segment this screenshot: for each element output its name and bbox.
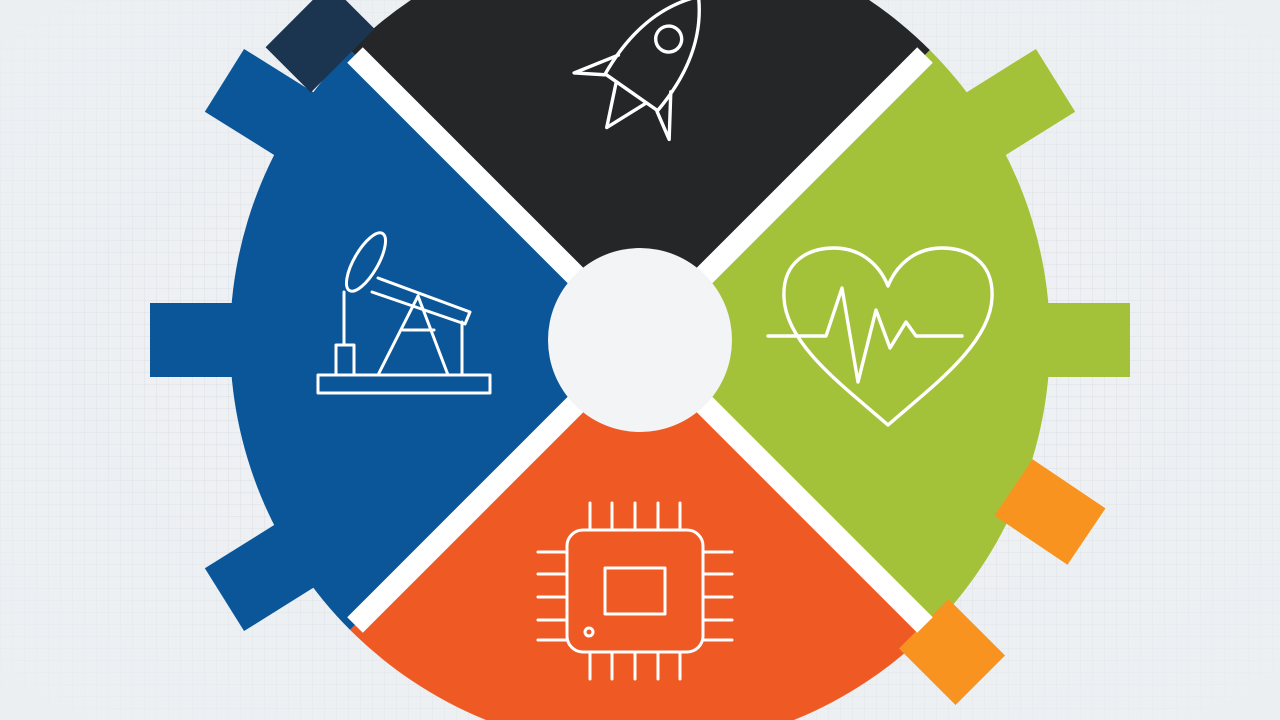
segment-left-teeth xyxy=(150,48,329,632)
gear-tooth-right-1 xyxy=(951,48,1076,165)
oil-pump-jack-icon xyxy=(316,231,492,395)
center-hub xyxy=(548,248,732,432)
segment-right-teeth xyxy=(951,48,1130,377)
accent-teeth xyxy=(265,0,1106,706)
right-lower-tooth-2 xyxy=(898,598,1006,706)
microchip-icon xyxy=(536,501,734,681)
rocket-icon xyxy=(572,0,701,142)
gear-tooth-left-2 xyxy=(150,303,250,377)
right-lower-tooth-1 xyxy=(994,459,1106,565)
microchip-pins xyxy=(536,501,734,681)
gear-tooth-right-2 xyxy=(1030,303,1130,377)
top-left-tooth xyxy=(265,0,375,93)
heartbeat-icon xyxy=(766,246,994,427)
gear-tooth-left-1 xyxy=(204,515,329,632)
gear-tooth-left-3 xyxy=(204,48,329,165)
